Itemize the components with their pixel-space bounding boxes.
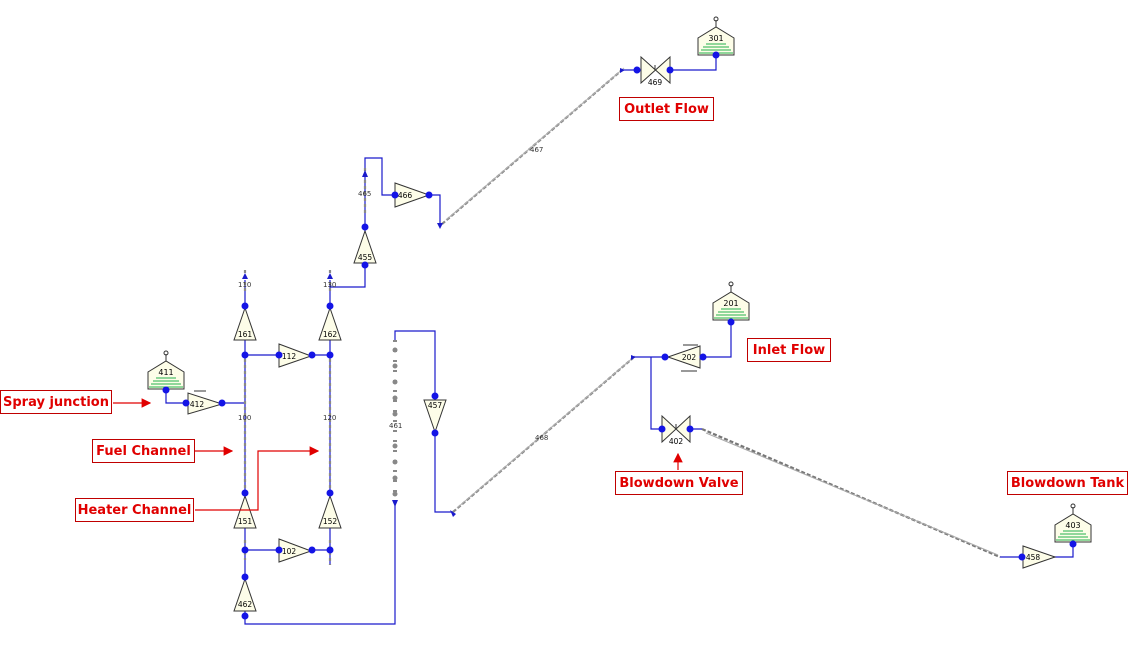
line-blowdown <box>650 357 702 430</box>
pipe-labels: 467 468 461 110 100 120 130 465 <box>238 146 548 442</box>
line-inlet <box>633 320 732 358</box>
valve-402-label: 402 <box>669 437 684 446</box>
junction-462-label: 462 <box>238 600 253 609</box>
junction-466[interactable]: 466 <box>394 182 431 208</box>
junction-112[interactable]: 112 <box>278 343 313 368</box>
pipe-120-label: 120 <box>323 414 336 422</box>
pipe-461-label: 461 <box>389 422 402 430</box>
valve-469-label: 469 <box>648 78 663 87</box>
junction-161[interactable]: 161 <box>233 306 257 341</box>
line-466-out <box>429 194 441 226</box>
volume-403-label: 403 <box>1065 521 1080 530</box>
pipe-110-label: 110 <box>238 281 251 289</box>
junction-152-label: 152 <box>323 517 338 526</box>
volume-301[interactable]: 301 <box>697 16 735 56</box>
volume-201-label: 201 <box>723 299 738 308</box>
junction-162-label: 162 <box>323 330 338 339</box>
fuel-channel-label: Fuel Channel <box>92 439 195 463</box>
blowdown-valve-label: Blowdown Valve <box>615 471 743 495</box>
valve-402[interactable]: 402 <box>661 414 691 446</box>
junction-412[interactable]: 412 <box>187 390 224 415</box>
line-461-top <box>394 330 436 400</box>
connection-nodes <box>162 51 1077 620</box>
junction-455[interactable]: 455 <box>353 229 377 264</box>
junction-152[interactable]: 152 <box>318 494 342 529</box>
arrow-heater <box>195 446 320 511</box>
junction-102[interactable]: 102 <box>278 538 313 563</box>
volume-301-label: 301 <box>708 34 723 43</box>
blowdown-tank-label: Blowdown Tank <box>1007 471 1128 495</box>
junction-202-label: 202 <box>682 353 697 362</box>
volume-201[interactable]: 201 <box>712 281 750 321</box>
junction-102-label: 102 <box>282 547 297 556</box>
junction-457-label: 457 <box>428 401 443 410</box>
pipe-blowdown-body <box>701 427 1001 559</box>
outlet-flow-label: Outlet Flow <box>619 97 714 121</box>
pipe-465-label: 465 <box>358 190 371 198</box>
junction-462[interactable]: 462 <box>233 577 257 612</box>
junction-457[interactable]: 457 <box>423 399 447 434</box>
junction-455-label: 455 <box>358 253 373 262</box>
junction-458[interactable]: 458 <box>1022 545 1057 569</box>
volume-411-label: 411 <box>158 368 173 377</box>
volume-403[interactable]: 403 <box>1054 503 1092 543</box>
junction-466-label: 466 <box>398 191 413 200</box>
pipe-130-label: 130 <box>323 281 336 289</box>
junction-161-label: 161 <box>238 330 253 339</box>
junction-458-label: 458 <box>1026 553 1041 562</box>
junction-412-label: 412 <box>190 400 205 409</box>
valve-469[interactable]: 469 <box>640 55 671 87</box>
line-457-down <box>434 432 453 513</box>
heater-channel-label: Heater Channel <box>75 498 194 522</box>
junction-162[interactable]: 162 <box>318 306 342 341</box>
junction-151-label: 151 <box>238 517 253 526</box>
pipe-468-label: 468 <box>535 434 548 442</box>
junction-112-label: 112 <box>282 352 297 361</box>
pipe-467-label: 467 <box>530 146 543 154</box>
pipe-100-label: 100 <box>238 414 251 422</box>
line-bottom-loop <box>244 505 396 625</box>
line-top-jog <box>364 157 395 196</box>
spray-junction-label: Spray junction <box>0 390 112 414</box>
flow-arrowheads <box>242 68 636 517</box>
annotation-arrows <box>113 398 683 511</box>
connection-lines <box>165 55 1074 625</box>
pipe-cell-markers <box>392 347 398 497</box>
volume-411[interactable]: 411 <box>147 350 185 390</box>
junction-202[interactable]: 202 <box>666 344 701 372</box>
inlet-flow-label: Inlet Flow <box>747 338 831 362</box>
junction-151[interactable]: 151 <box>233 494 257 529</box>
